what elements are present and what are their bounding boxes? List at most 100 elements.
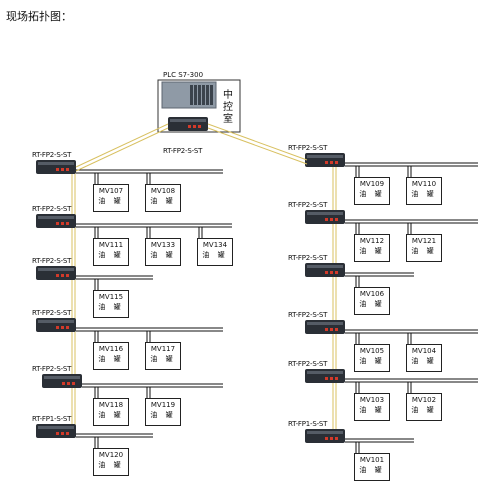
left-device-label: RT-FP1-S-ST: [32, 415, 72, 423]
tank-name: 油 罐: [359, 406, 385, 414]
uplink-left-fiber: [75, 127, 169, 172]
switch-led: [325, 437, 328, 440]
diagram-title: 现场拓扑图：: [6, 10, 72, 23]
switch-led: [325, 218, 328, 221]
left-switch: [36, 214, 76, 228]
tank-id: MV118: [98, 401, 124, 409]
switch-led: [325, 271, 328, 274]
control-room-label: 中控室: [223, 90, 233, 125]
left-switch: [36, 424, 76, 438]
switch-led: [66, 432, 69, 435]
switch-led: [66, 326, 69, 329]
switch-panel: [307, 265, 343, 268]
switch-led: [325, 328, 328, 331]
left-device-label: RT-FP2-S-ST: [32, 257, 72, 265]
control-room-switch: [168, 117, 208, 131]
tank-id: MV133: [150, 241, 176, 249]
switch-led: [66, 222, 69, 225]
plc-module: [194, 85, 197, 105]
tank-box-mv134: MV134 油 罐: [197, 238, 233, 266]
tank-id: MV120: [98, 451, 124, 459]
switch-panel: [307, 322, 343, 325]
right-switch: [305, 263, 345, 277]
right-device-label: RT-FP2-S-ST: [288, 254, 328, 262]
switch-led: [66, 168, 69, 171]
tank-box-mv105: MV105 油 罐: [354, 344, 390, 372]
uplink-right-fiber: [207, 123, 308, 161]
tank-name: 油 罐: [202, 251, 228, 259]
switch-led: [193, 125, 196, 128]
left-device-label: RT-FP2-S-ST: [32, 365, 72, 373]
switch-led: [330, 437, 333, 440]
switch-led: [325, 377, 328, 380]
tank-name: 油 罐: [98, 197, 124, 205]
right-device-label: RT-FP2-S-ST: [288, 311, 328, 319]
switch-panel: [44, 376, 80, 379]
tank-name: 油 罐: [359, 466, 385, 474]
switch-led: [56, 168, 59, 171]
switch-panel: [307, 371, 343, 374]
tank-name: 油 罐: [411, 357, 437, 365]
tank-id: MV117: [150, 345, 176, 353]
right-device-label: RT-FP1-S-ST: [288, 420, 328, 428]
switch-led: [198, 125, 201, 128]
tank-id: MV121: [411, 237, 437, 245]
switch-led: [56, 274, 59, 277]
tank-name: 油 罐: [411, 190, 437, 198]
tank-id: MV104: [411, 347, 437, 355]
tank-id: MV111: [98, 241, 124, 249]
control-room-frame: [157, 79, 241, 133]
switch-led: [330, 328, 333, 331]
plc-module: [198, 85, 201, 105]
switch-led: [56, 222, 59, 225]
tank-box-mv120: MV120 油 罐: [93, 448, 129, 476]
switch-led: [335, 328, 338, 331]
plc-module: [210, 85, 213, 105]
switch-led: [330, 161, 333, 164]
tank-name: 油 罐: [98, 355, 124, 363]
switch-led: [56, 326, 59, 329]
tank-name: 油 罐: [359, 357, 385, 365]
tank-id: MV103: [359, 396, 385, 404]
switch-led: [335, 377, 338, 380]
switch-panel: [38, 216, 74, 219]
tank-id: MV134: [202, 241, 228, 249]
right-switch: [305, 210, 345, 224]
switch-led: [56, 432, 59, 435]
tank-id: MV110: [411, 180, 437, 188]
tank-name: 油 罐: [98, 461, 124, 469]
switch-panel: [170, 119, 206, 122]
switch-panel: [38, 162, 74, 165]
switch-led: [66, 274, 69, 277]
tank-id: MV109: [359, 180, 385, 188]
switch-led: [335, 271, 338, 274]
right-switch: [305, 369, 345, 383]
switch-panel: [307, 155, 343, 158]
tank-id: MV106: [359, 290, 385, 298]
tank-id: MV105: [359, 347, 385, 355]
tank-name: 油 罐: [98, 411, 124, 419]
switch-panel: [38, 268, 74, 271]
switch-led: [61, 222, 64, 225]
switch-led: [62, 382, 65, 385]
tank-name: 油 罐: [359, 247, 385, 255]
left-switch: [36, 266, 76, 280]
tank-id: MV108: [150, 187, 176, 195]
switch-panel: [307, 431, 343, 434]
tank-id: MV107: [98, 187, 124, 195]
left-device-label: RT-FP2-S-ST: [32, 309, 72, 317]
tank-box-mv110: MV110 油 罐: [406, 177, 442, 205]
tank-name: 油 罐: [411, 247, 437, 255]
tank-id: MV101: [359, 456, 385, 464]
tank-name: 油 罐: [359, 190, 385, 198]
switch-led: [61, 432, 64, 435]
plc-label: PLC S7-300: [163, 71, 204, 79]
switch-led: [72, 382, 75, 385]
control-room-device-label: RT-FP2-S-ST: [163, 147, 203, 155]
